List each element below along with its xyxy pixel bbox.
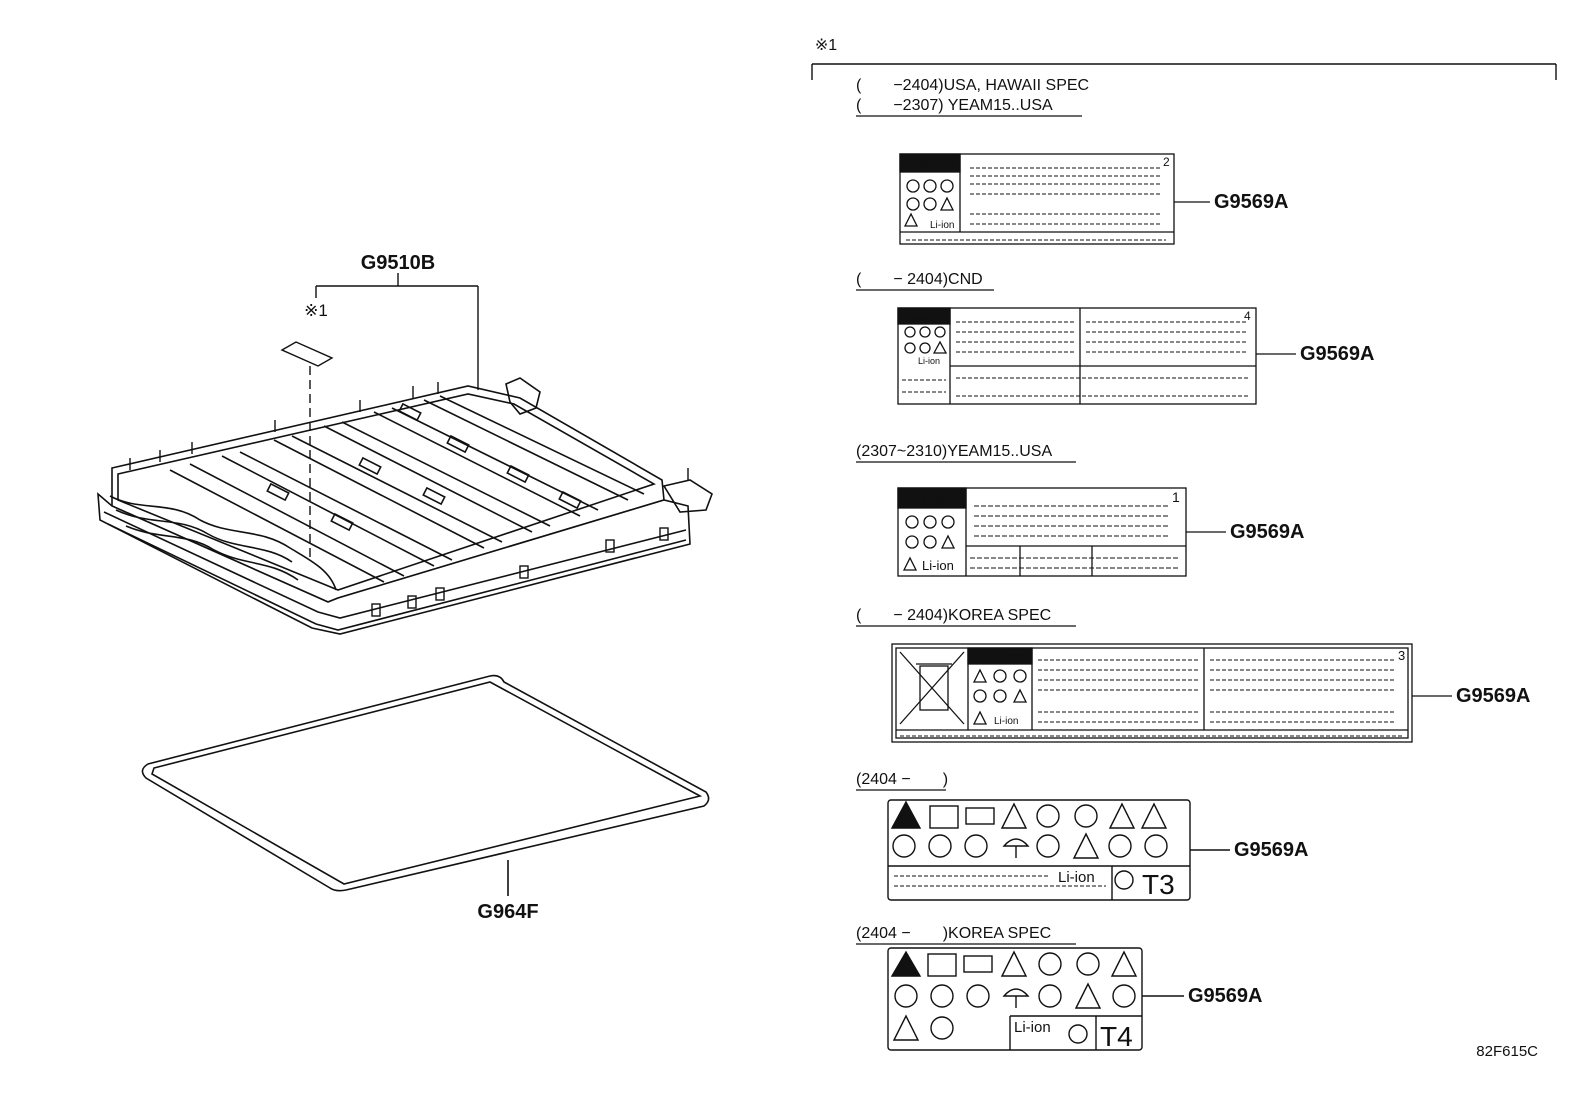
note-frame (811, 63, 1557, 80)
variant-1-caption-2: ( −2307) YEAM15..USA (856, 97, 1053, 114)
pictogram-label-t3 (887, 799, 1230, 901)
variant-1-caption: ( −2404)USA, HAWAII SPEC (856, 77, 1089, 94)
variant-2-caption: ( − 2404)CND (856, 271, 983, 288)
warning-label-2 (897, 307, 1296, 405)
assembly-part-number[interactable]: G9510B (361, 252, 436, 274)
warning-label-4 (891, 643, 1452, 743)
label-4-chem: Li-ion (994, 716, 1018, 727)
label-2-chem: Li-ion (918, 356, 940, 366)
variant-3: (2307~2310)YEAM15..USA 危険 Li-ion 1 G9569… (856, 443, 1305, 577)
seal-gasket-illustration (141, 674, 710, 896)
battery-assembly-illustration (97, 377, 713, 635)
variant-6: (2404 − )KOREA SPEC Li-ion T4 G9569A (856, 925, 1263, 1052)
variant-5-part-number[interactable]: G9569A (1234, 839, 1309, 861)
variant-5-caption: (2404 − ) (856, 771, 948, 788)
warning-label-3 (897, 487, 1226, 577)
variant-4-part-number[interactable]: G9569A (1456, 685, 1531, 707)
variant-4-caption: ( − 2404)KOREA SPEC (856, 607, 1051, 624)
variant-4: ( − 2404)KOREA SPEC (856, 607, 1531, 743)
assembly-leader (315, 273, 479, 390)
pictogram-label-t4 (887, 947, 1184, 1051)
variant-1: ( −2404)USA, HAWAII SPEC ( −2307) YEAM15… (856, 77, 1289, 245)
label-5-tag: T3 (1142, 869, 1175, 900)
label-2-sheet: 4 (1244, 309, 1251, 323)
variant-6-part-number[interactable]: G9569A (1188, 985, 1263, 1007)
variant-3-part-number[interactable]: G9569A (1230, 521, 1305, 543)
drawing-code: 82F615C (1476, 1043, 1538, 1060)
variant-6-caption: (2404 − )KOREA SPEC (856, 925, 1051, 942)
seal-part-number[interactable]: G964F (477, 901, 538, 923)
label-6-chem: Li-ion (1014, 1019, 1051, 1036)
variant-2-part-number[interactable]: G9569A (1300, 343, 1375, 365)
label-3-chem: Li-ion (922, 558, 954, 573)
warning-label-1 (899, 153, 1210, 245)
label-5-chem: Li-ion (1058, 869, 1095, 886)
crossed-bin-icon (899, 651, 965, 725)
label-sticker-icon (280, 341, 334, 560)
label-4-sheet: 3 (1398, 648, 1405, 663)
label-3-warn-text: 危険 (920, 492, 946, 507)
label-1-sheet: 2 (1163, 155, 1170, 169)
label-6-tag: T4 (1100, 1021, 1133, 1052)
label-3-sheet: 1 (1172, 489, 1180, 505)
variant-2: ( − 2404)CND DANGER Li-ion 4 G9569A (856, 271, 1375, 405)
variant-1-part-number[interactable]: G9569A (1214, 191, 1289, 213)
label-4-warn-text: DANGER (986, 653, 1025, 663)
label-1-chem: Li-ion (930, 220, 954, 231)
label-1-warn-text: DANGER (912, 160, 955, 171)
variant-5: (2404 − ) Li-ion T3 G9569A (856, 771, 1309, 901)
note-header: ※1 (815, 37, 837, 54)
assembly-note-mark: ※1 (304, 301, 328, 320)
variant-3-caption: (2307~2310)YEAM15..USA (856, 443, 1052, 460)
label-2-warn-text: DANGER (906, 313, 945, 323)
